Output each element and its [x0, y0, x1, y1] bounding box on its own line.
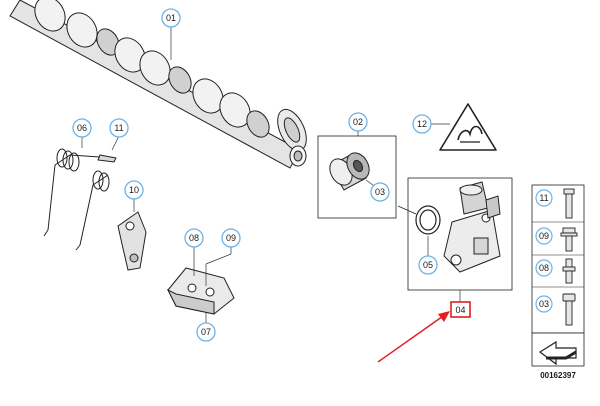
callouts: 01 02 03 04 05 06 07 08 [72, 8, 471, 342]
callout-07: 07 [196, 322, 216, 342]
sensor-part [443, 181, 501, 273]
svg-text:01: 01 [166, 13, 176, 23]
callout-03: 03 [370, 182, 390, 202]
svg-text:03: 03 [539, 299, 549, 309]
camshaft [9, 0, 307, 169]
callout-02: 02 [348, 112, 368, 132]
bracket-part [166, 267, 235, 315]
legend-row-08: 08 [535, 258, 576, 284]
callout-08: 08 [184, 228, 204, 248]
stud-bolt-icon [562, 258, 576, 284]
bolt-long-icon [563, 188, 575, 219]
svg-text:02: 02 [353, 117, 363, 127]
callout-06: 06 [72, 118, 92, 138]
o-ring-part [415, 205, 441, 235]
leader-lines [81, 26, 461, 323]
fastener-legend: 11 09 08 03 [531, 184, 585, 380]
reference-number: 00162397 [540, 371, 576, 380]
svg-text:06: 06 [77, 123, 87, 133]
direction-arrow-icon [538, 340, 577, 366]
svg-text:09: 09 [539, 231, 549, 241]
callout-10: 10 [124, 180, 144, 200]
svg-text:09: 09 [226, 233, 236, 243]
svg-text:11: 11 [539, 193, 548, 203]
svg-text:11: 11 [114, 123, 123, 133]
callout-09: 09 [221, 228, 241, 248]
callout-11: 11 [109, 118, 129, 138]
callout-12: 12 [412, 114, 432, 134]
callout-04: 04 [450, 301, 471, 318]
legend-row-11: 11 [535, 188, 575, 219]
bolt-washer-icon [560, 227, 578, 252]
callout-05: 05 [418, 255, 438, 275]
svg-text:04: 04 [455, 305, 465, 315]
svg-text:12: 12 [417, 119, 427, 129]
svg-text:08: 08 [189, 233, 199, 243]
svg-text:05: 05 [423, 260, 433, 270]
lever-part [117, 211, 147, 271]
part-02-group [317, 135, 397, 219]
svg-text:08: 08 [539, 263, 549, 273]
svg-text:03: 03 [375, 187, 385, 197]
highlight-arrow [377, 311, 450, 363]
legend-row-03: 03 [535, 293, 576, 326]
sleeve-part [329, 152, 370, 191]
warning-triangle-icon [439, 103, 497, 151]
legend-row-09: 09 [535, 227, 578, 252]
svg-text:10: 10 [129, 185, 139, 195]
callout-01: 01 [161, 8, 181, 28]
svg-text:07: 07 [201, 327, 211, 337]
spring-part [43, 148, 117, 251]
part-04-group [397, 177, 513, 291]
torx-bolt-icon [562, 293, 576, 326]
